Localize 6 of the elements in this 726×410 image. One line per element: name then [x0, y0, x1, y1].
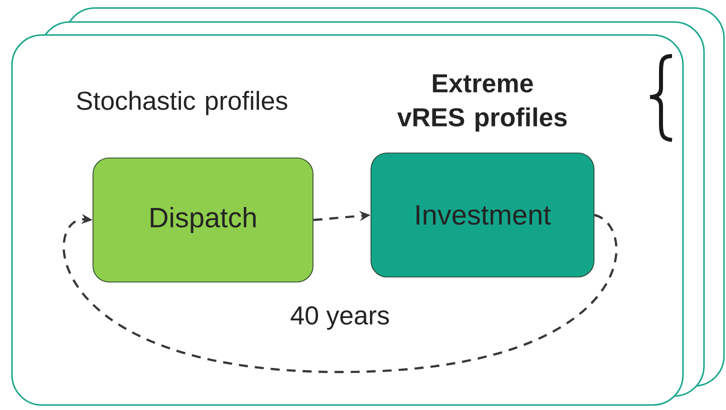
heading-text: Stochastic profiles: [76, 90, 288, 116]
arrow: [63, 214, 618, 374]
process-box: Investment: [370, 152, 594, 278]
process-box: Dispatch: [92, 158, 314, 282]
edge-label: 40 years: [288, 304, 392, 332]
heading-text: Extreme vRES profiles: [397, 74, 567, 132]
